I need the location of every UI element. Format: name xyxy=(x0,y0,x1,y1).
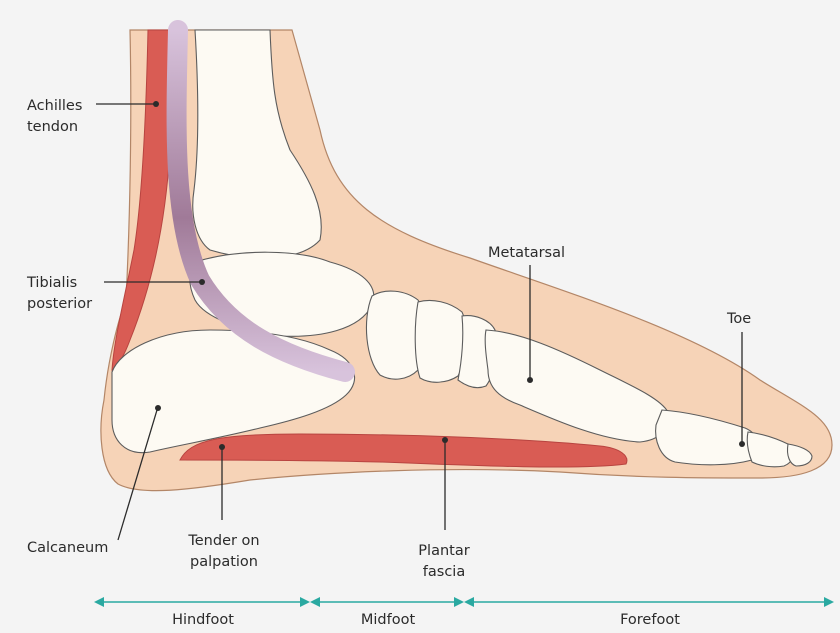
cuneiform-bone-1 xyxy=(415,300,467,382)
tibialis-label-line1: Tibialis xyxy=(26,275,77,291)
forefoot-label: Forefoot xyxy=(620,612,680,628)
achilles-dot xyxy=(153,101,159,107)
midfoot-arrowhead-right xyxy=(454,597,464,607)
metatarsal-label: Metatarsal xyxy=(488,245,565,261)
forefoot-arrowhead-left xyxy=(464,597,474,607)
tender-label-line1: Tender on xyxy=(187,533,259,549)
toe-dot xyxy=(739,441,745,447)
hindfoot-arrowhead-right xyxy=(300,597,310,607)
calcaneum-label: Calcaneum xyxy=(27,540,108,556)
midfoot-label: Midfoot xyxy=(361,612,416,628)
achilles-label-line1: Achilles xyxy=(27,98,82,114)
tender-label-line2: palpation xyxy=(190,554,258,570)
achilles-label-line2: tendon xyxy=(27,119,78,135)
calcaneum-dot xyxy=(155,405,161,411)
region-arrows: Hindfoot Midfoot Forefoot xyxy=(94,597,834,628)
tibialis-label-line2: posterior xyxy=(27,296,92,312)
midfoot-arrowhead-left xyxy=(310,597,320,607)
tender-dot xyxy=(219,444,225,450)
toe-label: Toe xyxy=(726,311,751,327)
plantar-dot xyxy=(442,437,448,443)
tibialis-dot xyxy=(199,279,205,285)
plantar-label-line1: Plantar xyxy=(418,543,469,559)
forefoot-arrowhead-right xyxy=(824,597,834,607)
metatarsal-dot xyxy=(527,377,533,383)
hindfoot-arrowhead-left xyxy=(94,597,104,607)
plantar-label-line2: fascia xyxy=(423,564,465,580)
hindfoot-label: Hindfoot xyxy=(172,612,234,628)
